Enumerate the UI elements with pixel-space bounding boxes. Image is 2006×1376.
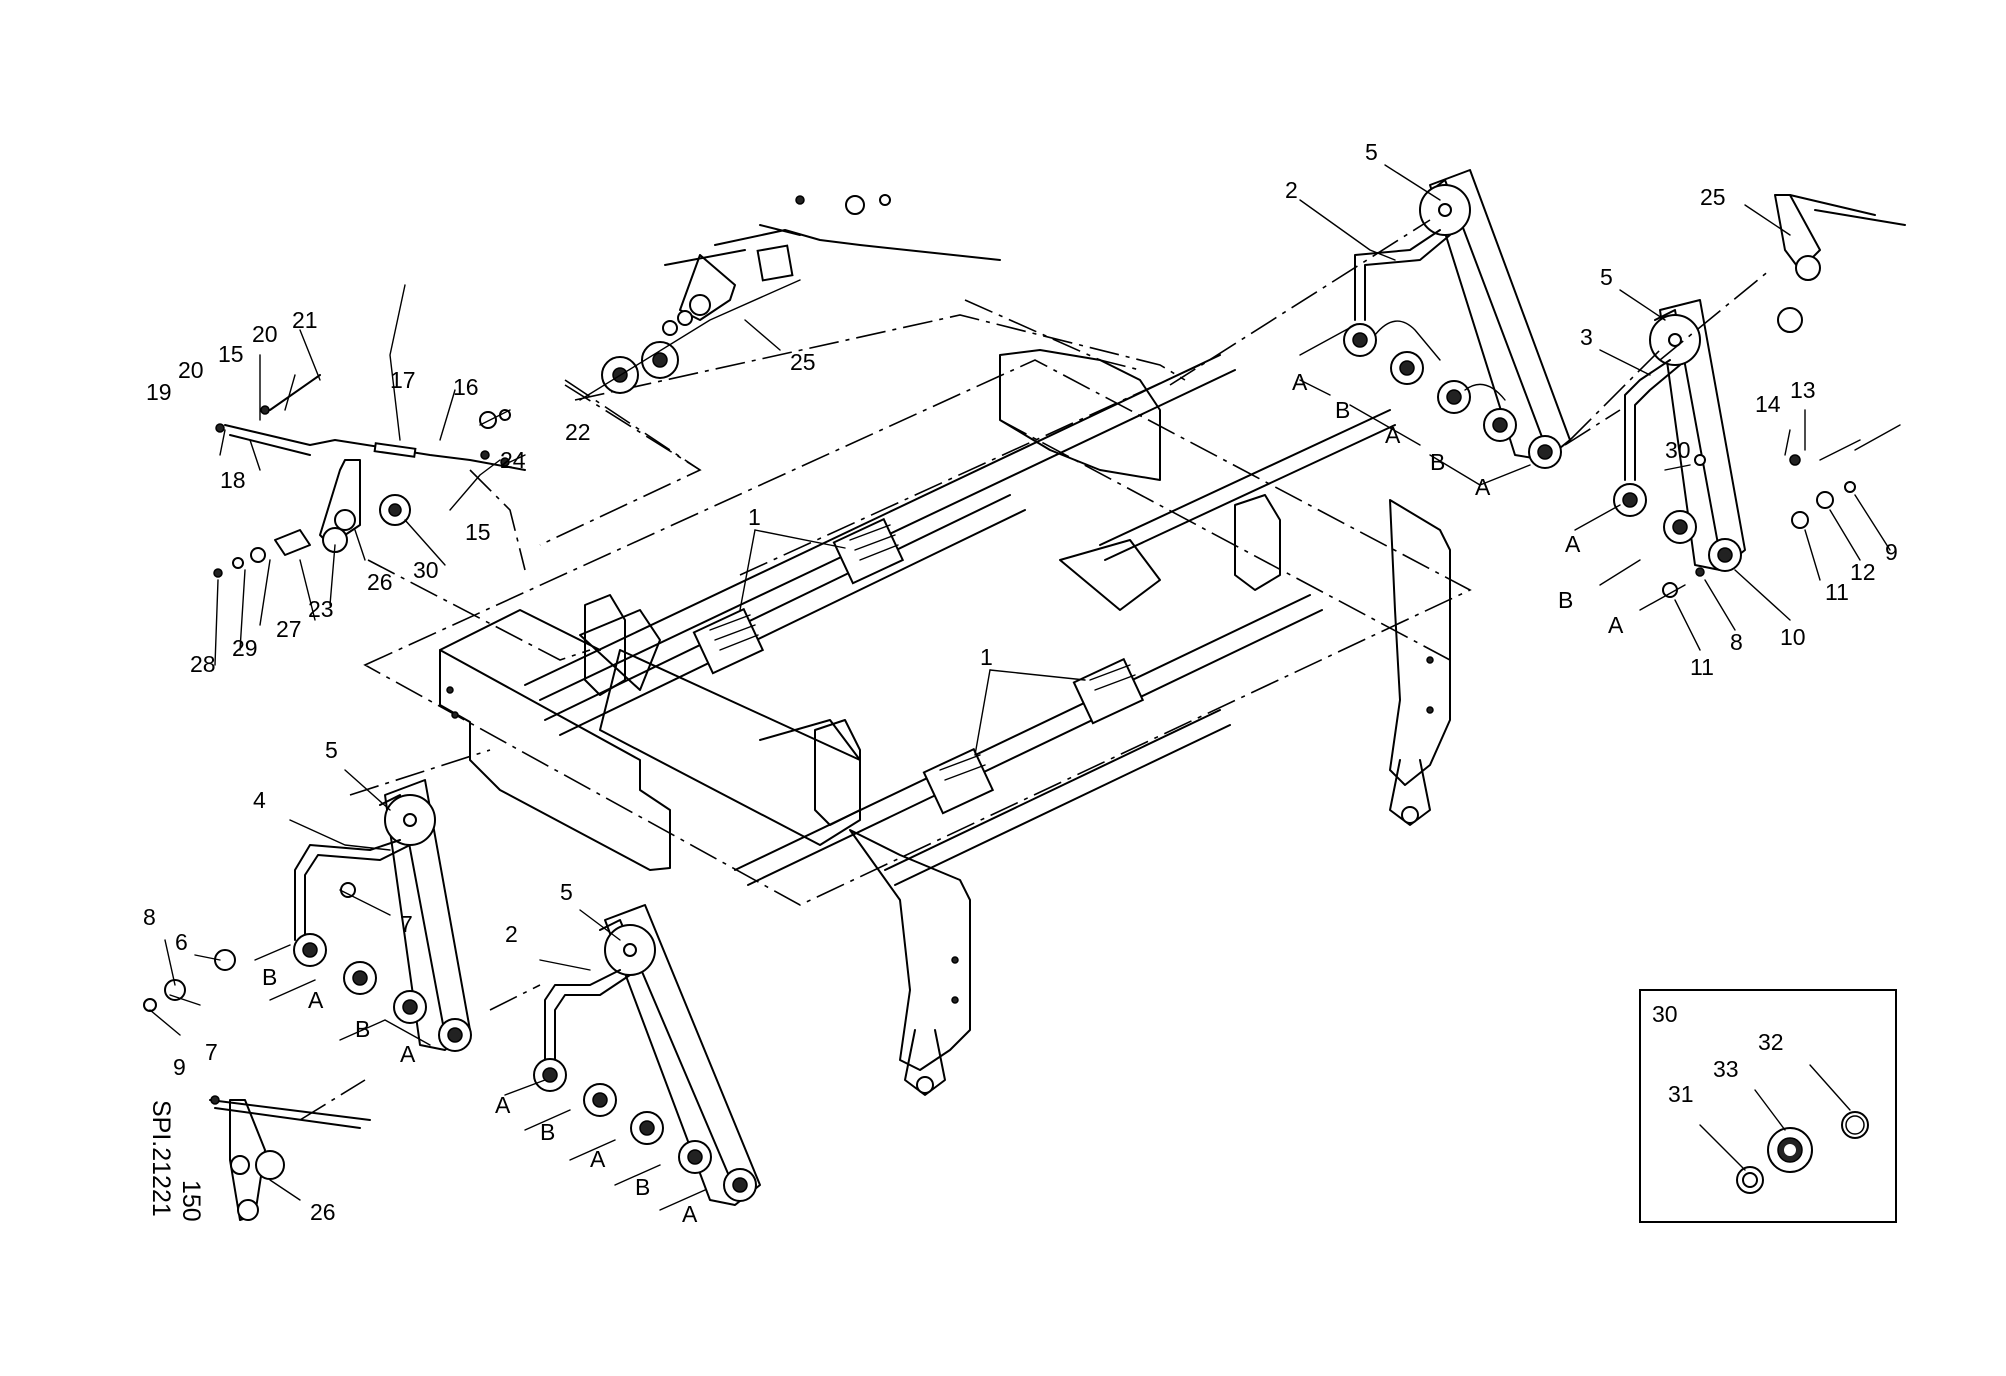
callout-25a: 25	[790, 349, 816, 375]
callout-1a: 1	[748, 504, 761, 530]
linkage-upper-left	[213, 374, 591, 661]
page-number: 150	[177, 1180, 205, 1222]
marker-b: B	[540, 1119, 555, 1145]
callout-7a: 7	[400, 911, 413, 937]
callout-17: 17	[390, 367, 416, 393]
callout-23: 23	[308, 596, 334, 622]
callout-32: 32	[1758, 1029, 1784, 1055]
callout-8b: 8	[1730, 629, 1743, 655]
marker-a: A	[1385, 422, 1401, 448]
callout-6: 6	[175, 929, 188, 955]
callout-14: 14	[1755, 391, 1781, 417]
callout-27: 27	[276, 616, 302, 642]
callout-5a: 5	[1365, 139, 1378, 165]
drawing-id: SPI.21221	[147, 1100, 175, 1217]
marker-a: A	[495, 1092, 511, 1118]
marker-b: B	[1430, 449, 1445, 475]
callout-5c: 5	[325, 737, 338, 763]
callout-5b: 5	[1600, 264, 1613, 290]
callout-25b: 25	[1700, 184, 1726, 210]
callout-16: 16	[453, 374, 479, 400]
callout-19: 19	[146, 379, 172, 405]
callout-labels: 1 1 2 2 3 4 5 5 5 5 6 7 7 8 8 9 9 10 11 …	[143, 139, 1898, 1227]
callout-8a: 8	[143, 904, 156, 930]
marker-b: B	[262, 964, 277, 990]
detail-box	[1639, 989, 1897, 1223]
callout-2b: 2	[505, 921, 518, 947]
callout-20b: 20	[252, 321, 278, 347]
callout-31: 31	[1668, 1081, 1694, 1107]
marker-a: A	[308, 987, 324, 1013]
callout-9a: 9	[173, 1054, 186, 1080]
marker-b: B	[635, 1174, 650, 1200]
pulley-row	[1343, 323, 1562, 469]
callout-28: 28	[190, 651, 216, 677]
callout-2a: 2	[1285, 177, 1298, 203]
callout-30a: 30	[413, 557, 439, 583]
gear-unit	[692, 517, 1145, 815]
linkage-upper-center	[564, 194, 1141, 471]
callout-30b: 30	[1665, 437, 1691, 463]
callout-24: 24	[500, 447, 526, 473]
callout-7b: 7	[205, 1039, 218, 1065]
lever-lower-left	[209, 1079, 371, 1221]
leader-lines	[149, 164, 1891, 1201]
callout-22: 22	[565, 419, 591, 445]
marker-a: A	[1565, 531, 1581, 557]
belt-assembly-right	[1569, 194, 1906, 611]
marker-a: A	[682, 1201, 698, 1227]
marker-b: B	[355, 1016, 370, 1042]
callout-20a: 20	[178, 357, 204, 383]
belt-assembly-lower-center	[504, 904, 761, 1211]
callout-11b: 11	[1690, 654, 1714, 680]
callout-12: 12	[1850, 559, 1876, 585]
callout-33: 33	[1713, 1056, 1739, 1082]
marker-a: A	[590, 1146, 606, 1172]
marker-a: A	[1292, 369, 1308, 395]
belt-assembly-lower-left	[143, 749, 541, 1052]
callout-9b: 9	[1885, 539, 1898, 565]
callout-1b: 1	[980, 644, 993, 670]
callout-29: 29	[232, 635, 258, 661]
marker-b: B	[1558, 587, 1573, 613]
callout-3: 3	[1580, 324, 1593, 350]
callout-10: 10	[1780, 624, 1806, 650]
belt-assembly-upper-right	[1169, 169, 1621, 486]
callout-15b: 15	[465, 519, 491, 545]
callout-26b: 26	[310, 1199, 336, 1225]
detail-box-title: 30	[1652, 1001, 1678, 1027]
callout-15a: 15	[218, 341, 244, 367]
marker-a: A	[1475, 474, 1491, 500]
callout-18: 18	[220, 467, 246, 493]
marker-b: B	[1335, 397, 1350, 423]
callout-13: 13	[1790, 377, 1816, 403]
callout-26a: 26	[367, 569, 393, 595]
callout-4: 4	[253, 787, 266, 813]
marker-a: A	[400, 1041, 416, 1067]
callout-5d: 5	[560, 879, 573, 905]
callout-11a: 11	[1825, 579, 1849, 605]
marker-a: A	[1608, 612, 1624, 638]
callout-21: 21	[292, 307, 318, 333]
main-frame	[363, 314, 1472, 1096]
